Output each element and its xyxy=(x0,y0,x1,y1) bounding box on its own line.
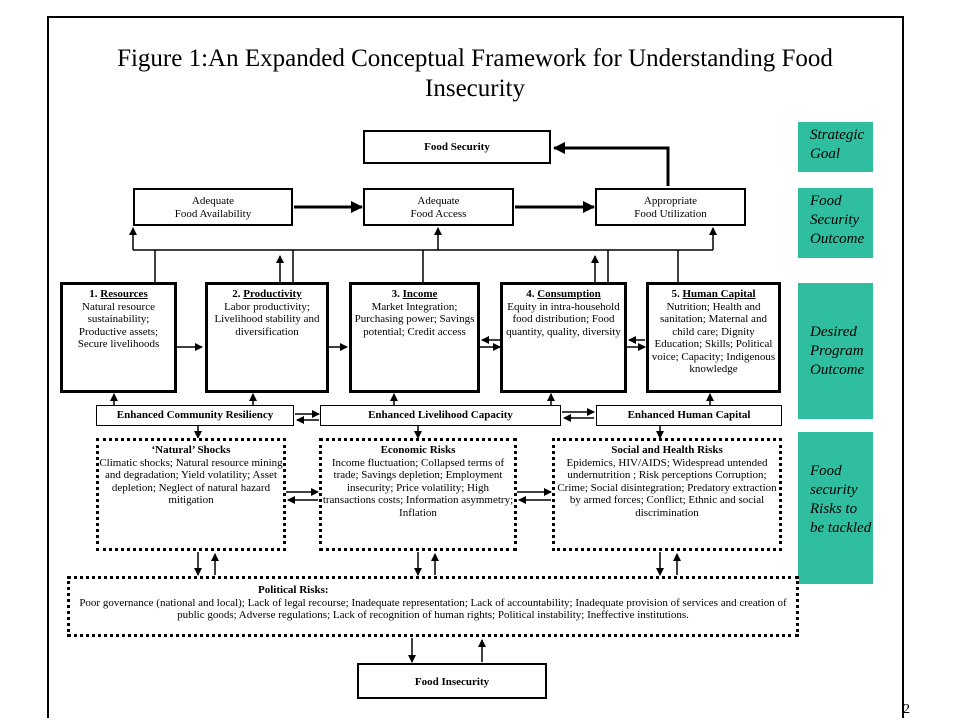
risk-box-natural-shocks: ‘Natural’ Shocks Climatic shocks; Natura… xyxy=(96,438,286,551)
outcome-utilization-line2: Food Utilization xyxy=(634,207,707,220)
program-productivity-heading: 2. Productivity xyxy=(232,288,302,300)
outcome-availability-line1: Adequate xyxy=(191,195,235,207)
program-income-heading: 3. Income xyxy=(391,288,438,300)
risk-economic-heading: Economic Risks xyxy=(380,444,456,456)
risk-social-heading: Social and Health Risks xyxy=(611,444,723,456)
page-number: 2 xyxy=(903,702,910,717)
side-label-desired-program-outcome: Desired Program Outcome xyxy=(798,283,873,419)
program-consumption-text: Equity in intra-household food distribut… xyxy=(506,300,621,338)
enhanced-human-capital: Enhanced Human Capital xyxy=(596,405,782,426)
figure-title-line1: Figure 1:An Expanded Conceptual Framewor… xyxy=(117,45,833,72)
political-risks-box: Political Risks: Poor governance (nation… xyxy=(67,576,799,637)
program-box-income: 3. Income Market Integration; Purchasing… xyxy=(349,282,480,393)
enhanced-livelihood-capacity: Enhanced Livelihood Capacity xyxy=(320,405,561,426)
enhanced-community-resiliency: Enhanced Community Resiliency xyxy=(96,405,294,426)
risk-natural-text: Climatic shocks; Natural resource mining… xyxy=(99,456,283,507)
program-box-human-capital: 5. Human Capital Nutrition; Health and s… xyxy=(646,282,781,393)
outcome-access-line2: Food Access xyxy=(410,207,467,220)
program-human-capital-heading: 5. Human Capital xyxy=(671,288,756,300)
outcome-access-line1: Adequate xyxy=(417,195,460,207)
risk-social-text: Epidemics, HIV/AIDS; Widespread untended… xyxy=(557,456,777,519)
program-box-consumption: 4. Consumption Equity in intra-household… xyxy=(500,282,627,393)
side-label-food-security-outcome: Food Security Outcome xyxy=(798,188,873,258)
program-box-productivity: 2. Productivity Labor productivity; Live… xyxy=(205,282,329,393)
program-productivity-text: Labor productivity; Livelihood stability… xyxy=(214,300,320,338)
food-security-box: Food Security xyxy=(363,130,551,164)
side-label-strategic-goal: Strategic Goal xyxy=(798,122,873,172)
outcome-utilization-line1: Appropriate xyxy=(643,195,698,207)
program-consumption-heading: 4. Consumption xyxy=(526,288,601,300)
side-label-food-security-risks: Food security Risks to be tackled xyxy=(798,432,873,584)
risk-natural-heading: ‘Natural’ Shocks xyxy=(151,444,231,456)
outcome-food-availability: Adequate Food Availability xyxy=(133,188,293,226)
risk-box-economic: Economic Risks Income fluctuation; Colla… xyxy=(319,438,517,551)
risk-box-social-health: Social and Health Risks Epidemics, HIV/A… xyxy=(552,438,782,551)
figure-title: Figure 1:An Expanded Conceptual Framewor… xyxy=(60,44,890,104)
food-insecurity-box: Food Insecurity xyxy=(357,663,547,699)
outcome-food-utilization: Appropriate Food Utilization xyxy=(595,188,746,226)
political-risks-text: Poor governance (national and local); La… xyxy=(79,596,787,622)
figure-title-line2: Insecurity xyxy=(425,75,525,102)
program-resources-text: Natural resource sustainability; Product… xyxy=(77,300,160,351)
outcome-availability-line2: Food Availability xyxy=(174,207,252,220)
risk-economic-text: Income fluctuation; Collapsed terms of t… xyxy=(322,456,514,519)
political-risks-heading: Political Risks: xyxy=(258,584,329,596)
outcome-food-access: Adequate Food Access xyxy=(363,188,514,226)
program-box-resources: 1. Resources Natural resource sustainabi… xyxy=(60,282,177,393)
program-income-text: Market Integration; Purchasing power; Sa… xyxy=(354,300,475,338)
program-human-capital-text: Nutrition; Health and sanitation; Matern… xyxy=(651,300,776,376)
program-resources-heading: 1. Resources xyxy=(89,288,148,300)
